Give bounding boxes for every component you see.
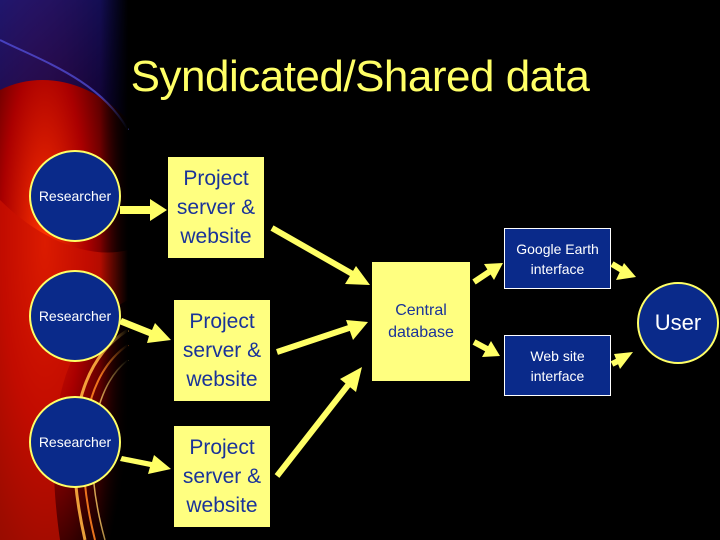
researcher-node-1: Researcher — [29, 150, 121, 242]
web-site-interface-box: Web site interface — [504, 335, 611, 396]
researcher-node-2: Researcher — [29, 270, 121, 362]
slide-title: Syndicated/Shared data — [130, 52, 590, 101]
google-earth-interface-label: Google Earth interface — [516, 240, 599, 277]
project-server-label-3: Project server & website — [182, 436, 262, 517]
project-server-box-2: Project server & website — [174, 300, 270, 401]
project-server-label-1: Project server & website — [176, 167, 256, 248]
central-database-label: Central database — [388, 302, 454, 341]
project-server-box-1: Project server & website — [168, 157, 264, 258]
researcher-node-3: Researcher — [29, 396, 121, 488]
project-server-box-3: Project server & website — [174, 426, 270, 527]
project-server-label-2: Project server & website — [182, 310, 262, 391]
central-database-box: Central database — [372, 262, 470, 381]
web-site-interface-label: Web site interface — [530, 347, 585, 384]
google-earth-interface-box: Google Earth interface — [504, 228, 611, 289]
user-node: User — [637, 282, 719, 364]
